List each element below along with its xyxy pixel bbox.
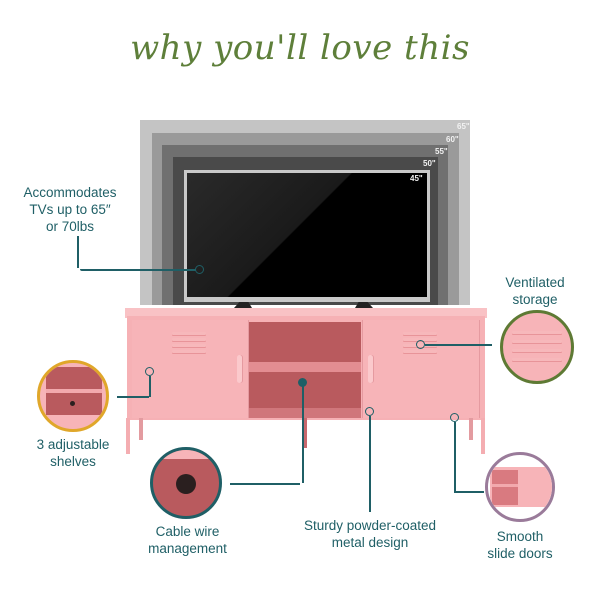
feature-tv-capacity-label: Accommodates TVs up to 65″ or 70lbs xyxy=(23,185,117,234)
callout-dot xyxy=(365,407,374,416)
callout-dot xyxy=(145,367,154,376)
connector-line xyxy=(302,386,304,483)
tv-screen xyxy=(184,170,430,302)
connector-line xyxy=(369,416,371,512)
shelf-board xyxy=(249,362,361,372)
feature-doors-label: Smooth slide doors xyxy=(487,529,553,561)
callout-dot xyxy=(416,340,425,349)
connector-line xyxy=(117,396,149,398)
size-label-65: 65" xyxy=(457,122,470,131)
cabinet-top xyxy=(125,308,487,318)
tv-stand-left xyxy=(234,302,252,308)
shelves-detail-image xyxy=(37,360,109,432)
cable-detail-image xyxy=(150,447,222,519)
right-door-handle xyxy=(368,355,373,383)
right-door xyxy=(362,320,480,418)
feature-cable-label: Cable wire management xyxy=(148,524,227,556)
leg xyxy=(481,418,485,454)
feature-sturdy-label: Sturdy powder-coated metal design xyxy=(303,518,437,550)
feature-shelves-label: 3 adjustable shelves xyxy=(36,437,110,469)
size-label-55: 55" xyxy=(435,147,448,156)
doors-detail-image xyxy=(485,452,555,522)
open-shelf xyxy=(249,322,361,418)
connector-line xyxy=(230,483,300,485)
connector-line xyxy=(454,491,484,493)
connector-line xyxy=(77,236,79,268)
page-title: why you'll love this xyxy=(130,28,470,68)
connector-line xyxy=(425,344,492,346)
connector-line xyxy=(80,269,196,271)
leg xyxy=(303,418,307,448)
connector-line xyxy=(149,376,151,397)
leg xyxy=(126,418,130,454)
leg xyxy=(139,418,143,440)
ventilated-detail-image xyxy=(500,310,574,384)
connector-line xyxy=(454,422,456,492)
leg xyxy=(469,418,473,440)
feature-ventilated-label: Ventilated storage xyxy=(505,275,565,307)
size-label-60: 60" xyxy=(446,135,459,144)
callout-dot xyxy=(298,378,307,387)
size-label-50: 50" xyxy=(423,159,436,168)
left-door-handle xyxy=(237,355,242,383)
size-label-45: 45" xyxy=(410,174,423,183)
callout-dot xyxy=(450,413,459,422)
callout-dot xyxy=(195,265,204,274)
tv-stand-right xyxy=(355,302,373,308)
